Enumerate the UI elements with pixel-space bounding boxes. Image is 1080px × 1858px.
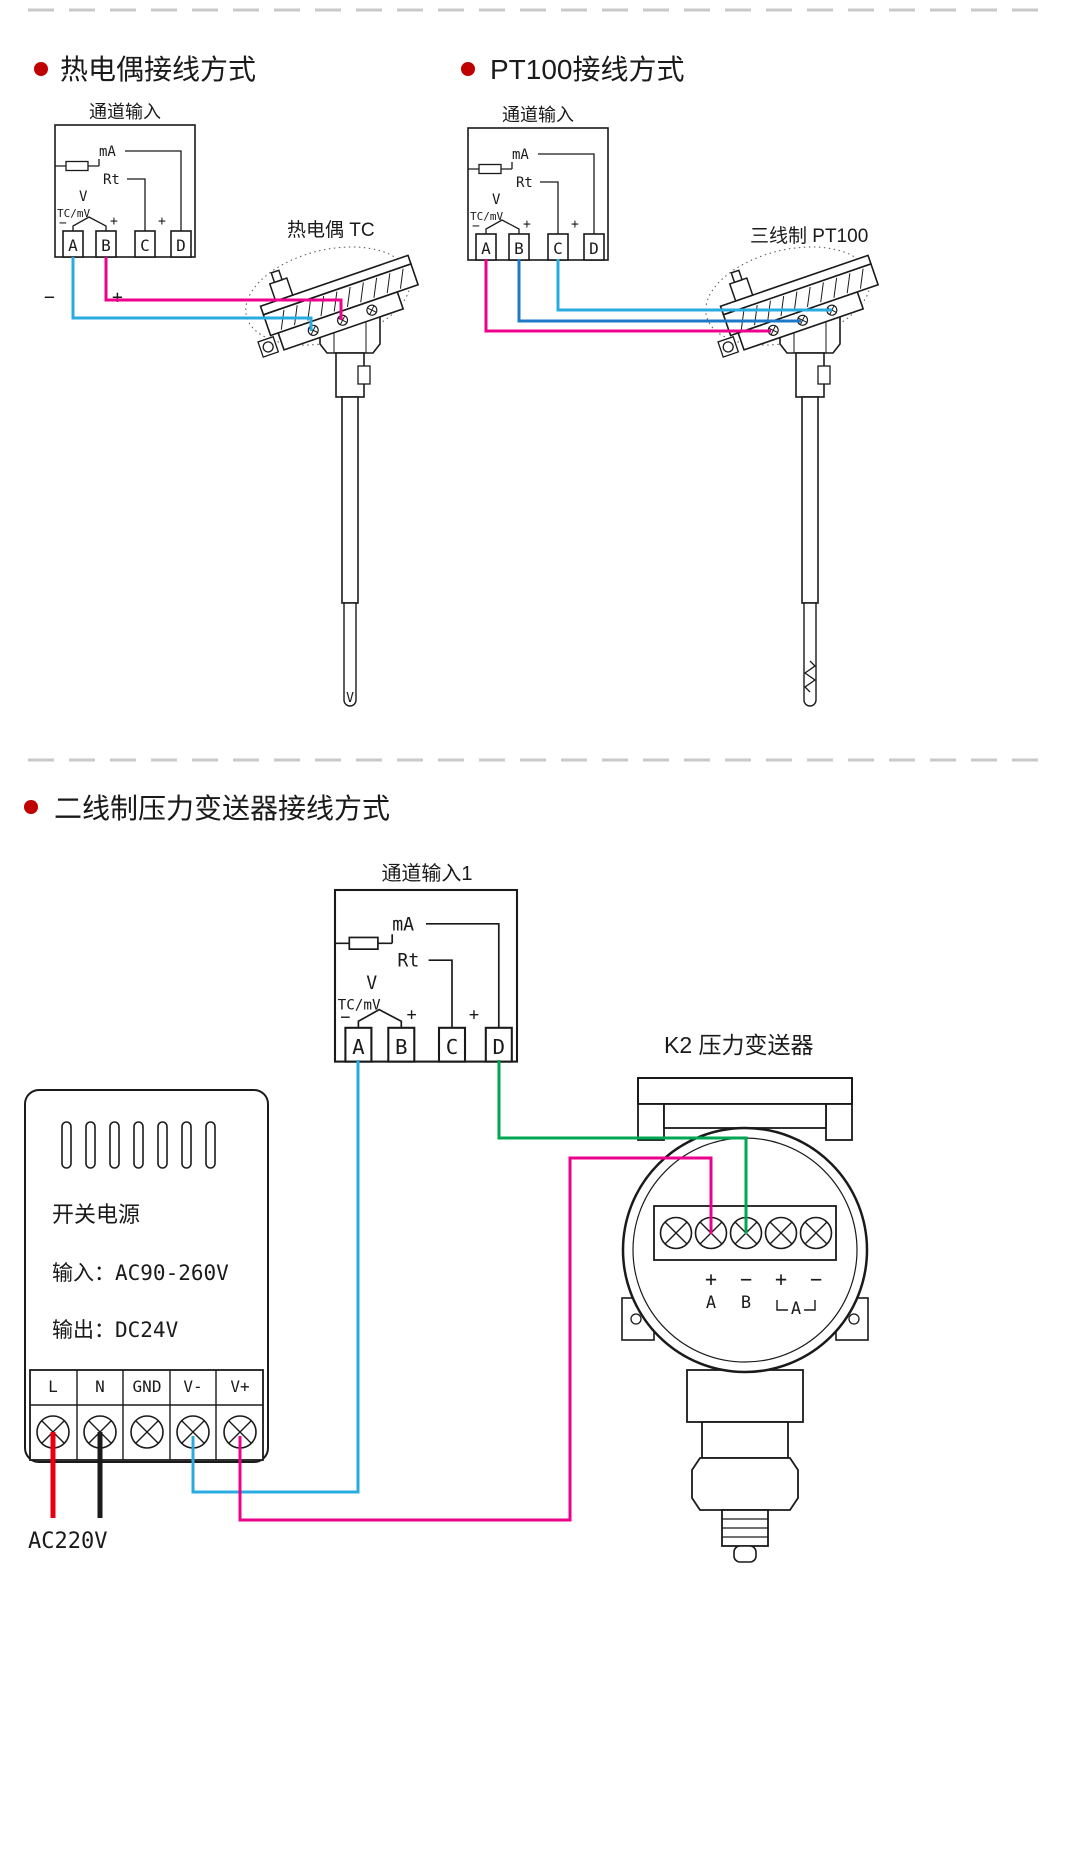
pt100-probe bbox=[694, 228, 885, 707]
wire-plus-label: + bbox=[112, 287, 123, 308]
channel-box-pressure bbox=[333, 888, 519, 1063]
sign-plus-1: + bbox=[705, 1267, 717, 1291]
pt-magenta-wire bbox=[484, 259, 771, 333]
bullet-icon bbox=[24, 800, 38, 814]
sign-minus-2: − bbox=[810, 1267, 822, 1291]
thermocouple-section-title: 热电偶接线方式 bbox=[60, 54, 256, 85]
channel-box-pt bbox=[467, 127, 609, 261]
pair2-bracket bbox=[776, 1300, 816, 1311]
psu-name: 开关电源 bbox=[52, 1202, 140, 1227]
vent-slot bbox=[205, 1121, 216, 1169]
pressure-section-title: 二线制压力变送器接线方式 bbox=[54, 793, 390, 824]
psu-input-spec: 输入：AC90-260V bbox=[52, 1261, 229, 1285]
hex-fitting bbox=[691, 1457, 799, 1511]
tc-sensor-label: 热电偶 TC bbox=[287, 219, 375, 241]
psu-case bbox=[24, 1089, 269, 1463]
pressure-transmitter: K2 压力变送器 + − + − A B A bbox=[621, 1032, 869, 1563]
vent-slot bbox=[181, 1121, 192, 1169]
sign-plus-2: + bbox=[775, 1267, 787, 1291]
tc-magenta-wire bbox=[104, 257, 343, 320]
pressure-cyan-wire bbox=[191, 1060, 360, 1494]
psu-terminal-l-label: L bbox=[48, 1377, 58, 1396]
psu-terminal-vminus-label: V- bbox=[183, 1377, 202, 1396]
channel-title-tc: 通道输入 bbox=[89, 102, 161, 122]
channel-title-pressure: 通道输入1 bbox=[381, 862, 472, 885]
pressure-magenta-wire bbox=[238, 1156, 713, 1522]
tc-tip-mark: V bbox=[346, 691, 354, 706]
pt-cyan-wire bbox=[556, 259, 832, 312]
pt-blue-wire bbox=[517, 259, 801, 323]
psu-terminal-vplus-label: V+ bbox=[230, 1377, 249, 1396]
pair1-a-label: A bbox=[706, 1293, 716, 1313]
pair2-a-label: A bbox=[791, 1299, 801, 1319]
pressure-green-wire bbox=[497, 1060, 748, 1234]
pt100-section-title: PT100接线方式 bbox=[490, 54, 685, 85]
psu-terminal-n-label: N bbox=[95, 1377, 105, 1396]
wire-minus-label: − bbox=[44, 287, 55, 308]
pressure-port bbox=[733, 1545, 757, 1563]
vent-slot bbox=[61, 1121, 72, 1169]
transmitter-cap bbox=[637, 1077, 853, 1105]
vent-slot bbox=[157, 1121, 168, 1169]
psu-terminal-gnd-label: GND bbox=[133, 1377, 162, 1396]
vent-slot bbox=[133, 1121, 144, 1169]
channel-title-pt: 通道输入 bbox=[502, 105, 574, 125]
rtd-element-icon bbox=[803, 660, 817, 693]
bullet-icon bbox=[34, 62, 48, 76]
transmitter-label: K2 压力变送器 bbox=[664, 1032, 814, 1058]
vent-slot bbox=[109, 1121, 120, 1169]
vent-slot bbox=[85, 1121, 96, 1169]
pair1-b-label: B bbox=[741, 1293, 751, 1313]
sign-minus-1: − bbox=[740, 1267, 752, 1291]
pt100-sensor-label: 三线制 PT100 bbox=[750, 225, 868, 247]
psu-output-spec: 输出：DC24V bbox=[52, 1318, 179, 1342]
body-block bbox=[686, 1369, 804, 1423]
mains-label: AC220V bbox=[28, 1529, 107, 1554]
tc-cyan-wire bbox=[71, 257, 313, 331]
bullet-icon bbox=[461, 62, 475, 76]
power-supply-unit: 开关电源 输入：AC90-260V 输出：DC24V L N GND V- V+ bbox=[24, 1089, 269, 1463]
channel-box-tc bbox=[54, 124, 196, 258]
